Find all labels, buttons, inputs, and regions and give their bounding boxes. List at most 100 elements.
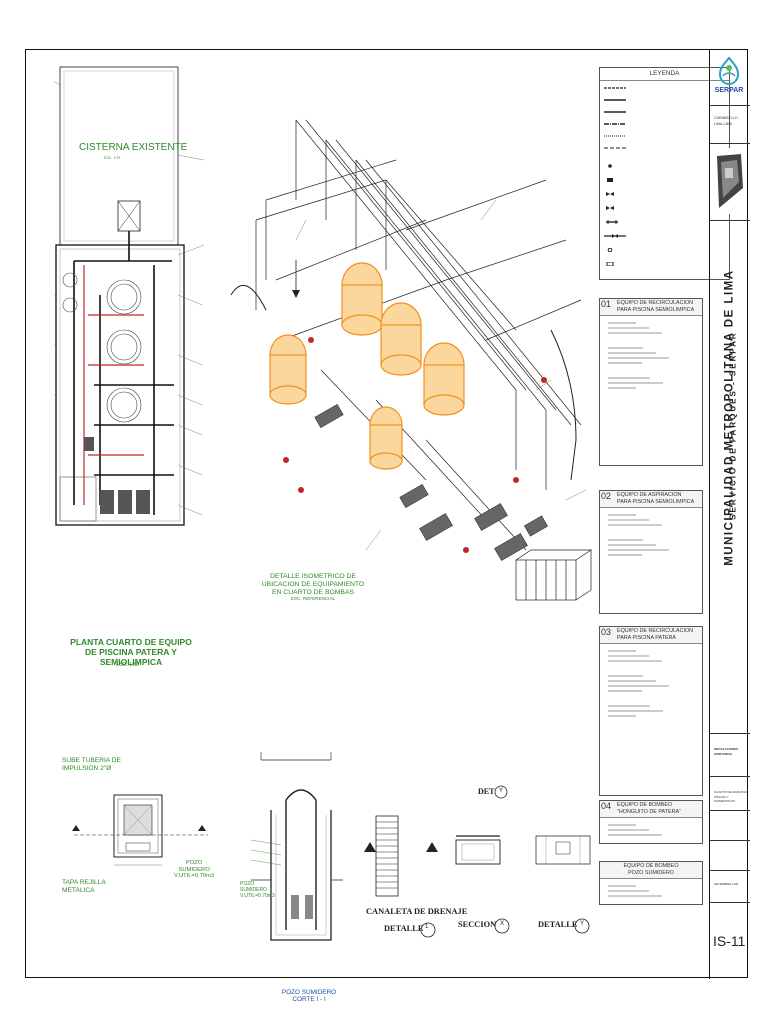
pozo-caption-line1: POZO SUMIDERO (281, 989, 337, 996)
key-plan-icon (713, 148, 745, 214)
tb-spec: INSTALACIONES SANITARIAS (710, 733, 750, 756)
spec-box: 03 EQUIPO DE RECIRCULACION PARA PISCINA P… (599, 626, 703, 796)
pozo-line3: V.UTIL=0.70m3 (174, 873, 215, 880)
plan-title-line1: PLANTA CUARTO DE EQUIPO (70, 637, 192, 647)
legend-row (604, 188, 704, 200)
canaleta-drawings (364, 785, 591, 938)
tapa-line1: TAPA REJILLA (62, 879, 106, 886)
seccion-label: SECCION (458, 920, 497, 929)
tapa-line2: METALICA (62, 886, 95, 894)
canaleta-title: CANALETA DE DRENAJE (366, 907, 468, 916)
legend-row (604, 142, 704, 154)
pozo-section-line2: SUMIDERO (240, 886, 267, 893)
spec-box-fine-print (608, 885, 662, 897)
det-tag: DET (478, 787, 495, 796)
spec-box-fine-print (608, 514, 669, 556)
legend-row (604, 106, 704, 118)
detalle-y-mark: Y (580, 921, 585, 927)
spec-box-title: EQUIPO DE ASPIRACION PARA PISCINA SEMIOL… (617, 492, 695, 505)
detalle-y-label: DETALLE (538, 920, 578, 929)
pozo-line1: POZO (185, 860, 203, 866)
pozo-section-line1: POZO (240, 881, 255, 887)
location-line1: CARABAYLLO - (714, 116, 740, 120)
spec-box-title: EQUIPO DE RECIRCULACION PARA PISCINA PAT… (617, 628, 694, 641)
sube-tuberia-line1: SUBE TUBERIA DE (62, 757, 121, 764)
spec-box-header: 01 EQUIPO DE RECIRCULACION PARA PISCINA S… (600, 299, 702, 316)
tb-sheet-number: IS-11 (710, 902, 750, 949)
sheet-number: IS-11 (713, 933, 746, 949)
plan-title: PLANTA CUARTO DE EQUIPO DE PISCINA PATER… (56, 637, 206, 667)
date: SETIEMBRE 2011 (714, 882, 739, 886)
spec-box-fine-print (608, 824, 662, 836)
spec-box-fine-print (608, 322, 669, 389)
detalle-label: DETALLE (384, 924, 424, 933)
spec-box-header: EQUIPO DE BOMBEO POZO SUMIDERO (600, 862, 702, 879)
legend-row (604, 94, 704, 106)
plan-title-line2: DE PISCINA PATERA Y SEMIOLIMPICA (85, 646, 177, 667)
tb-location: CARABAYLLO - LIMA-LIMA (710, 105, 750, 126)
tapa-rejilla-label: TAPA REJILLA METALICA (62, 879, 106, 894)
pozo-caption: POZO SUMIDERO CORTE I - I (274, 989, 344, 1004)
cistern-scale: ESC. 1/75 (104, 156, 121, 160)
legend-row (604, 174, 704, 186)
tb-extra1 (710, 810, 750, 811)
seccion-mark: X (500, 921, 505, 927)
sube-tuberia-label: SUBE TUBERIA DE IMPULSION 2"Ø (62, 757, 121, 772)
sump-plan-drawing (72, 794, 208, 866)
legend-row (604, 244, 704, 256)
plan-drawing (54, 66, 205, 526)
title-block: SERPAR CARABAYLLO - LIMA-LIMA MUNICIPALI… (709, 50, 750, 979)
service-name: SERVICIO DE PARQUES - SERPAR (728, 331, 738, 520)
iso-scale: ESC. REFERENCIAL (290, 596, 336, 602)
tb-keyplan (710, 143, 750, 214)
drawing-sheet: CISTERNA EXISTENTE ESC. 1/75 PLANTA CUAR… (25, 49, 750, 1003)
legend-row (604, 118, 704, 130)
spec-box-header: 02 EQUIPO DE ASPIRACION PARA PISCINA SEMI… (600, 491, 702, 508)
spec-box-number: 01 (601, 299, 612, 309)
isometric-drawing (230, 119, 593, 601)
iso-title-line2: UBICACION DE EQUIPAMIENTO (261, 580, 365, 588)
pozo-plan-label: POZO SUMIDERO V.UTIL=0.70m3 (174, 860, 214, 880)
sheet-name-line2: PISCINA Y ISOMETRICOS (714, 795, 736, 803)
legend-row (604, 130, 704, 142)
logo: SERPAR (712, 54, 746, 100)
pozo-line2: SUMIDERO (178, 866, 210, 873)
sube-tuberia-line2: IMPULSION 2"Ø (62, 764, 112, 772)
legend-row (604, 202, 704, 214)
spec-box-header: 04 EQUIPO DE BOMBEO "HONGUITO DE PATERA" (600, 801, 702, 818)
spec-box-number: 02 (601, 491, 612, 501)
pozo-caption-line2: CORTE I - I (292, 996, 326, 1004)
pozo-section-line3: V.UTIL=0.70m3 (240, 892, 275, 899)
spec-box-title: EQUIPO DE BOMBEO "HONGUITO DE PATERA" (617, 802, 682, 815)
det-tag-mark: Y (499, 788, 504, 794)
spec-box-title: EQUIPO DE RECIRCULACION PARA PISCINA SEM… (617, 300, 695, 313)
spec-title-line1: INSTALACIONES (714, 747, 739, 751)
serpar-logo-icon (718, 56, 740, 86)
tb-date: SETIEMBRE 2011 (710, 870, 750, 886)
legend-row (604, 82, 704, 94)
pozo-section-label: POZO SUMIDERO V.UTIL=0.70m3 (240, 881, 275, 899)
iso-title-line3: EN CUARTO DE BOMBAS (271, 588, 355, 596)
legend-row (604, 258, 704, 270)
tb-municipality: MUNICIPALIDAD METROPOLITANA DE LIMA SERV… (710, 220, 750, 566)
plan-scale: ESC. 1/50 (116, 662, 139, 668)
logo-text: SERPAR (714, 87, 744, 94)
legend-title: LEYENDA (649, 70, 680, 77)
spec-box: 04 EQUIPO DE BOMBEO "HONGUITO DE PATERA" (599, 800, 703, 844)
spec-box: EQUIPO DE BOMBEO POZO SUMIDERO (599, 861, 703, 905)
spec-box-fine-print (608, 650, 669, 717)
cistern-title: CISTERNA EXISTENTE (79, 142, 188, 153)
iso-title-line1: DETALLE ISOMETRICO DE (270, 573, 356, 580)
spec-box-header: 03 EQUIPO DE RECIRCULACION PARA PISCINA P… (600, 627, 702, 644)
spec-box-title: EQUIPO DE BOMBEO POZO SUMIDERO (623, 863, 679, 876)
sheet-name-line1: CUARTO DE MAQUINAS (714, 790, 749, 794)
tb-extra2 (710, 840, 750, 841)
legend-row (604, 160, 704, 172)
spec-box: 02 EQUIPO DE ASPIRACION PARA PISCINA SEMI… (599, 490, 703, 614)
legend-row (604, 230, 704, 242)
spec-title-line2: SANITARIAS (714, 752, 733, 756)
sump-section-drawing (250, 752, 343, 941)
spec-box-number: 04 (601, 801, 612, 811)
spec-box: 01 EQUIPO DE RECIRCULACION PARA PISCINA S… (599, 298, 703, 466)
spec-box-number: 03 (601, 627, 612, 637)
